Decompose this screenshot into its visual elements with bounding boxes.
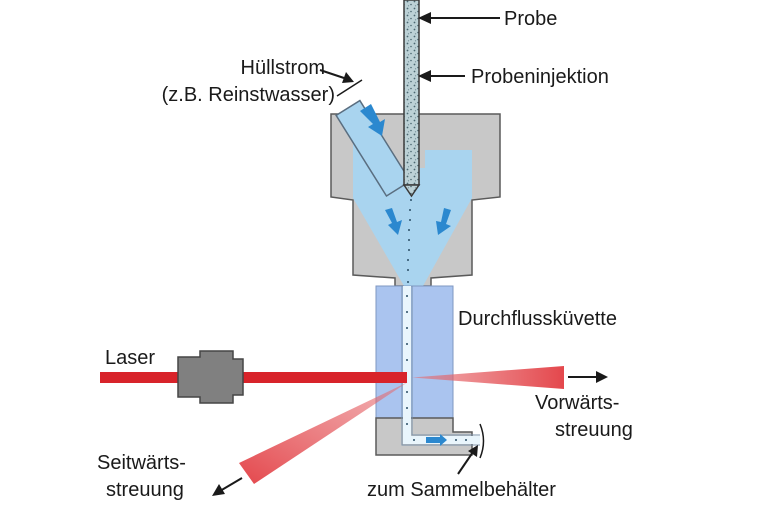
label-forward-scatter-line1: Vorwärts-: [535, 392, 619, 414]
label-collection: zum Sammelbehälter: [367, 479, 556, 501]
label-laser: Laser: [105, 347, 155, 369]
collection-pointer-line: [457, 451, 474, 475]
laser-beam: [100, 372, 407, 383]
flow-arrows: [360, 104, 451, 446]
sample-needle: [403, 0, 420, 186]
sheath-flow-arrow: [360, 104, 385, 136]
sample-needle-tip: [402, 184, 421, 198]
label-injection: Probeninjektion: [471, 66, 609, 88]
chamber-flow-arrow-right: [436, 208, 451, 235]
chamber-flow-arrow-left: [385, 208, 402, 235]
sheath-pointer-line: [319, 69, 348, 80]
label-forward-scatter-line2: streuung: [555, 419, 633, 441]
outlet-mouth: [479, 423, 485, 459]
label-sheath-line1: Hüllstrom: [241, 57, 325, 79]
forward-scatter-beam: [412, 366, 564, 389]
outlet-flow-arrow: [426, 434, 447, 446]
side-scatter-beam: [239, 382, 408, 484]
pointer-arrows: [219, 17, 598, 492]
sheath-inlet-tube: [335, 99, 412, 198]
side-pointer-line: [219, 477, 243, 492]
particle-stream: [406, 199, 467, 441]
label-flow-cell: Durchflussküvette: [458, 308, 617, 330]
pointer-heads: [212, 12, 608, 496]
label-side-scatter-line1: Seitwärts-: [97, 452, 186, 474]
label-side-scatter-line2: streuung: [106, 479, 184, 501]
sheath-inlet-mouth: [336, 79, 363, 97]
laser-source: [177, 350, 244, 404]
flow-cuvette: [375, 285, 454, 419]
label-probe: Probe: [504, 8, 557, 30]
label-sheath-line2: (z.B. Reinstwasser): [162, 84, 335, 106]
capillary-wall: [401, 286, 480, 446]
